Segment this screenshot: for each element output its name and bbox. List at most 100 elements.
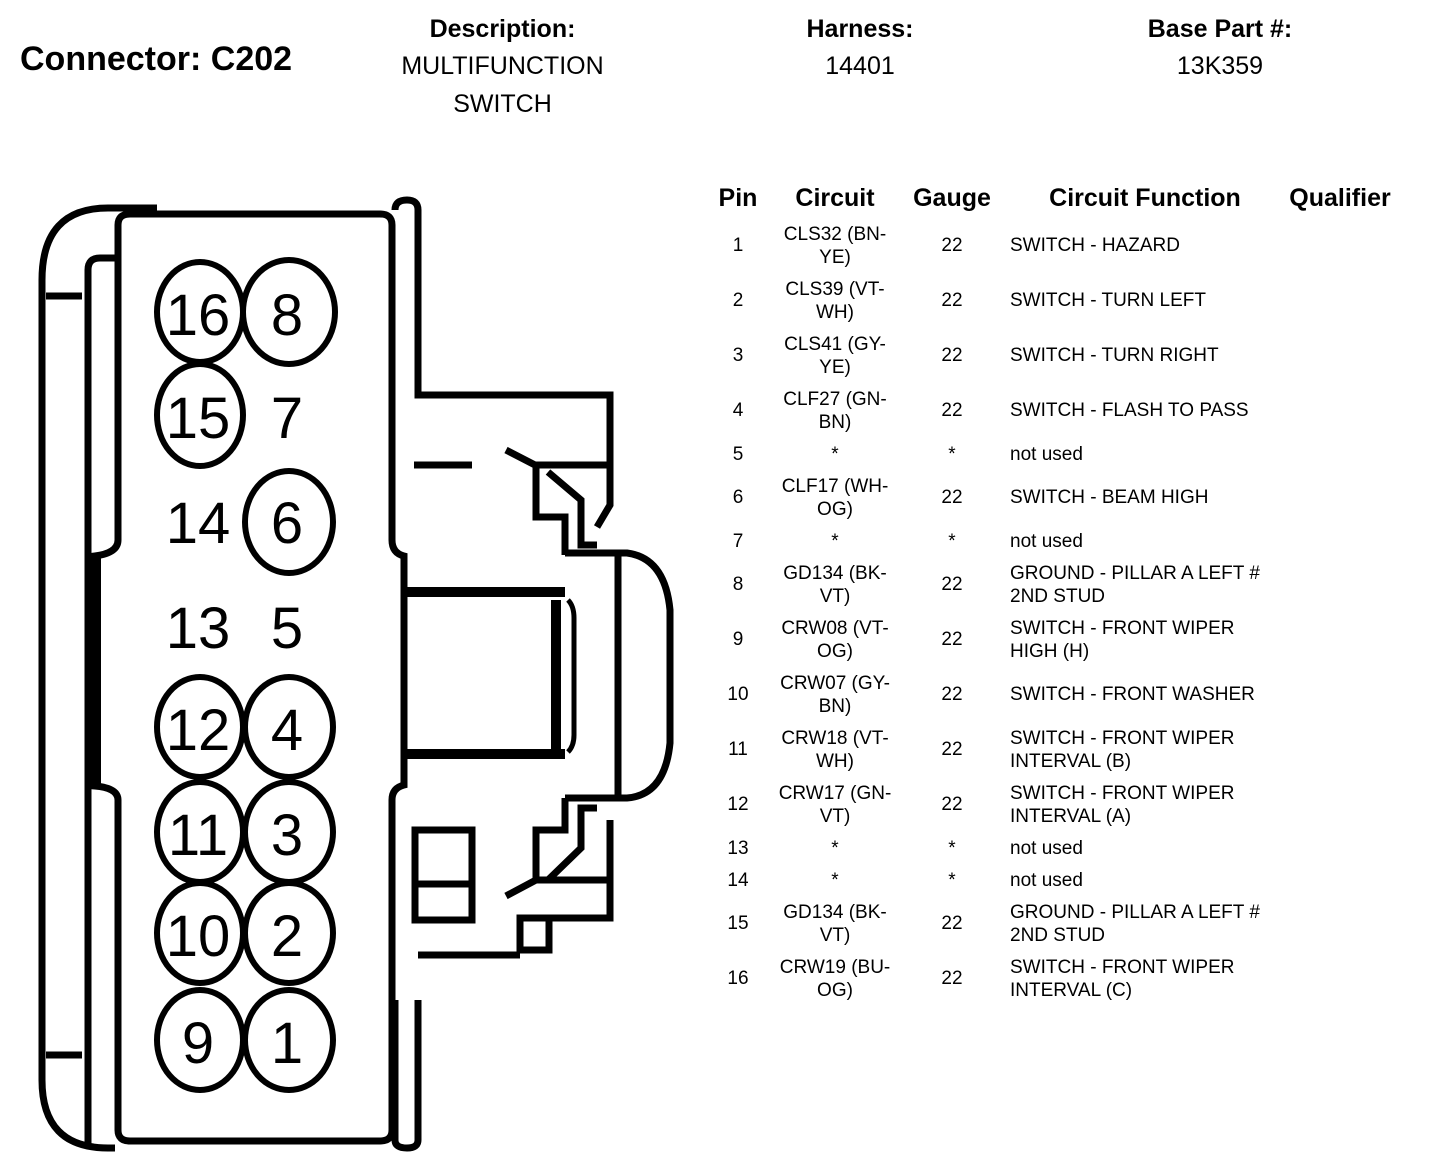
harness-value: 14401 <box>825 52 895 80</box>
function-cell: not used <box>1010 837 1083 859</box>
table-row: 7**not used <box>706 525 1400 557</box>
qualifier-cell <box>1280 383 1400 438</box>
circuit-cell: * <box>770 832 900 864</box>
gauge-cell: 22 <box>941 629 963 650</box>
column-header-gauge: Gauge <box>913 183 991 212</box>
harness-label: Harness: <box>806 15 914 43</box>
lower-window <box>411 826 476 924</box>
pin-cell: 5 <box>732 443 744 465</box>
circuit-cell: CRW07 (GY-BN) <box>770 667 900 722</box>
gauge-cell: 22 <box>941 400 963 421</box>
function-cell: SWITCH - FRONT WIPER INTERVAL (C) <box>1010 956 1235 1001</box>
circuit-cell: CRW19 (BU-OG) <box>770 951 900 1006</box>
function-cell: not used <box>1010 443 1083 465</box>
gauge-cell: 22 <box>941 684 963 705</box>
pin-cavities <box>154 257 338 1093</box>
lock-tab-frame <box>565 549 674 802</box>
connector-title: Connector: C202 <box>20 40 293 78</box>
pin-cell: 2 <box>732 290 744 311</box>
pin-label: 1 <box>271 1011 303 1076</box>
function-cell: GROUND - PILLAR A LEFT # 2ND STUD <box>1010 901 1260 946</box>
circuit-text: CRW17 (GN-VT) <box>778 782 892 827</box>
circuit-text: CLF27 (GN-BN) <box>783 388 887 433</box>
column-header-qualifier: Qualifier <box>1289 183 1391 212</box>
function-cell: SWITCH - BEAM HIGH <box>1010 487 1209 508</box>
gauge-cell: 22 <box>941 739 963 760</box>
function-cell: not used <box>1010 530 1083 552</box>
gauge-cell: 22 <box>941 794 963 815</box>
qualifier-cell <box>1280 218 1400 273</box>
qualifier-cell <box>1280 864 1400 896</box>
gauge-cell: 22 <box>941 968 963 989</box>
circuit-cell: CRW17 (GN-VT) <box>770 777 900 832</box>
pin-label: 12 <box>166 698 231 763</box>
pin-cell: 10 <box>727 684 749 705</box>
pin-cell: 7 <box>732 530 744 552</box>
circuit-text: CLS32 (BN-YE) <box>783 223 887 268</box>
pin-cavity-1 <box>242 987 336 1093</box>
pin-label: 7 <box>271 386 303 451</box>
gauge-cell: * <box>948 869 956 891</box>
pin-cell: 3 <box>732 345 744 366</box>
pin-cell: 13 <box>727 837 749 859</box>
pin-label: 10 <box>166 904 231 969</box>
circuit-text: GD134 (BK-VT) <box>783 901 887 946</box>
description-block: Description: MULTIFUNCTION SWITCH <box>370 14 635 120</box>
pin-cell: 6 <box>732 487 744 508</box>
pin-cavity-2 <box>242 880 336 986</box>
description-value-line2: SWITCH <box>453 90 552 118</box>
pin-label: 16 <box>166 283 231 348</box>
lock-tab-slot <box>405 587 565 759</box>
circuit-cell: * <box>770 438 900 470</box>
pin-label: 2 <box>271 904 303 969</box>
circuit-text: CLS41 (GY-YE) <box>784 333 886 378</box>
qualifier-cell <box>1280 777 1400 832</box>
function-cell: SWITCH - FRONT WIPER INTERVAL (B) <box>1010 727 1235 772</box>
pin-label: 13 <box>166 596 231 661</box>
qualifier-cell <box>1280 470 1400 525</box>
circuit-text: * <box>831 869 839 891</box>
base-part-block: Base Part #: 13K359 <box>1110 14 1330 82</box>
table-row: 14**not used <box>706 864 1400 896</box>
circuit-cell: CLS41 (GY-YE) <box>770 328 900 383</box>
circuit-cell: CLF17 (WH-OG) <box>770 470 900 525</box>
circuit-cell: * <box>770 525 900 557</box>
circuit-text: GD134 (BK-VT) <box>783 562 887 607</box>
qualifier-cell <box>1280 557 1400 612</box>
gauge-cell: 22 <box>941 913 963 934</box>
qualifier-cell <box>1280 273 1400 328</box>
gauge-cell: * <box>948 443 956 465</box>
connector-face-diagram: 16 8 15 7 14 6 13 5 12 4 11 3 10 2 9 1 <box>38 196 674 1152</box>
circuit-text: CLF17 (WH-OG) <box>781 475 889 520</box>
qualifier-cell <box>1280 832 1400 864</box>
function-cell: not used <box>1010 869 1083 891</box>
circuit-cell: CLF27 (GN-BN) <box>770 383 900 438</box>
pin-label: 15 <box>166 386 231 451</box>
pin-label: 5 <box>271 596 303 661</box>
pin-label: 4 <box>271 698 303 763</box>
connector-outer-rib <box>46 254 118 1148</box>
base-part-label: Base Part #: <box>1147 15 1293 43</box>
pin-cavity-15 <box>154 361 246 469</box>
pin-cell: 15 <box>727 913 749 934</box>
pin-numbers: 16 8 15 7 14 6 13 5 12 4 11 3 10 2 9 1 <box>166 283 303 1076</box>
connector-right-rail <box>391 196 614 1152</box>
pin-cell: 9 <box>732 629 744 650</box>
pin-label: 9 <box>182 1011 214 1076</box>
pin-label: 14 <box>166 491 231 556</box>
qualifier-cell <box>1280 667 1400 722</box>
pin-cell: 11 <box>728 739 748 760</box>
pin-cell: 12 <box>727 794 749 815</box>
circuit-text: CLS39 (VT-WH) <box>785 278 885 323</box>
pin-cell: 4 <box>732 400 744 421</box>
table-row: 13**not used <box>706 832 1400 864</box>
function-cell: SWITCH - TURN LEFT <box>1010 290 1206 311</box>
